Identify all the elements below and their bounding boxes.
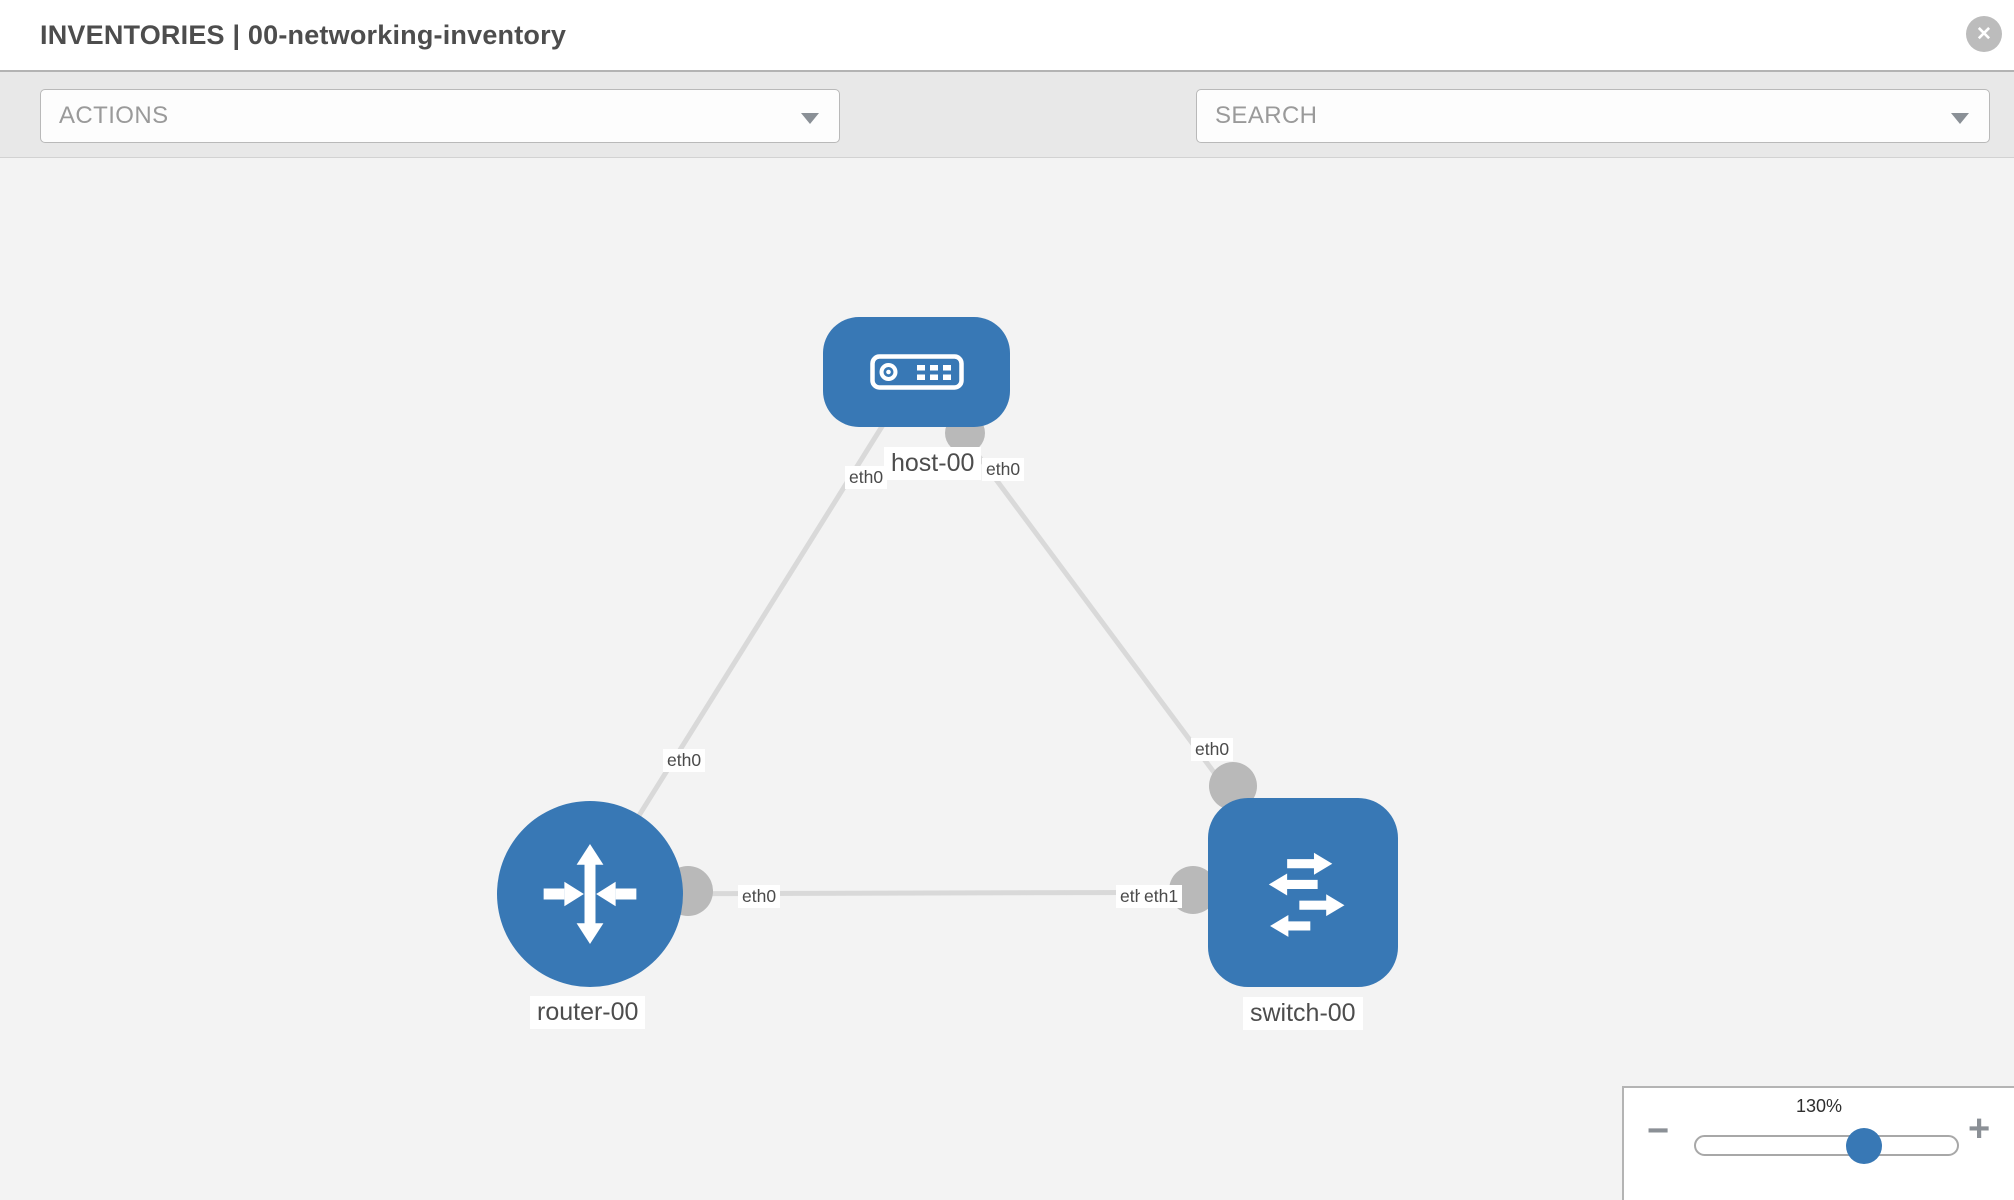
interface-label: eth0: [1191, 738, 1234, 761]
interface-label: eth0: [982, 458, 1025, 481]
node-switch-00[interactable]: [1208, 798, 1398, 987]
router-icon: [543, 843, 637, 945]
topology-canvas[interactable]: [0, 158, 2014, 1200]
node-label: router-00: [530, 996, 646, 1029]
interface-label: eth0: [845, 466, 888, 489]
interface-label: eth0: [663, 749, 706, 772]
chevron-down-icon: [1951, 113, 1969, 124]
page-title: INVENTORIES | 00-networking-inventory: [40, 20, 567, 50]
interface-label: eth1: [1140, 885, 1183, 908]
close-icon: ✕: [1976, 23, 1992, 45]
zoom-slider-track[interactable]: [1694, 1135, 1959, 1156]
interface-label: eth0: [738, 885, 781, 908]
toolbar: ACTIONS SEARCH: [0, 72, 2014, 204]
node-label: switch-00: [1243, 997, 1363, 1030]
node-label: host-00: [884, 447, 982, 480]
zoom-level: 130%: [1795, 1096, 1843, 1116]
search-dropdown-label: SEARCH: [1215, 102, 1318, 129]
zoom-slider-thumb[interactable]: [1846, 1128, 1882, 1164]
close-button[interactable]: ✕: [1966, 16, 2002, 52]
zoom-panel: 130% − +: [1622, 1086, 2014, 1200]
actions-dropdown[interactable]: ACTIONS: [40, 89, 840, 143]
header: INVENTORIES | 00-networking-inventory ✕: [0, 0, 2014, 72]
switch-icon: [1268, 852, 1345, 937]
search-dropdown[interactable]: SEARCH: [1196, 89, 1990, 143]
node-host-00[interactable]: [823, 317, 1010, 427]
zoom-out-button[interactable]: −: [1647, 1110, 1670, 1152]
host-icon: [869, 354, 964, 390]
chevron-down-icon: [801, 113, 819, 124]
zoom-in-button[interactable]: +: [1968, 1108, 1991, 1150]
node-router-00[interactable]: [497, 801, 683, 987]
actions-dropdown-label: ACTIONS: [59, 102, 169, 129]
